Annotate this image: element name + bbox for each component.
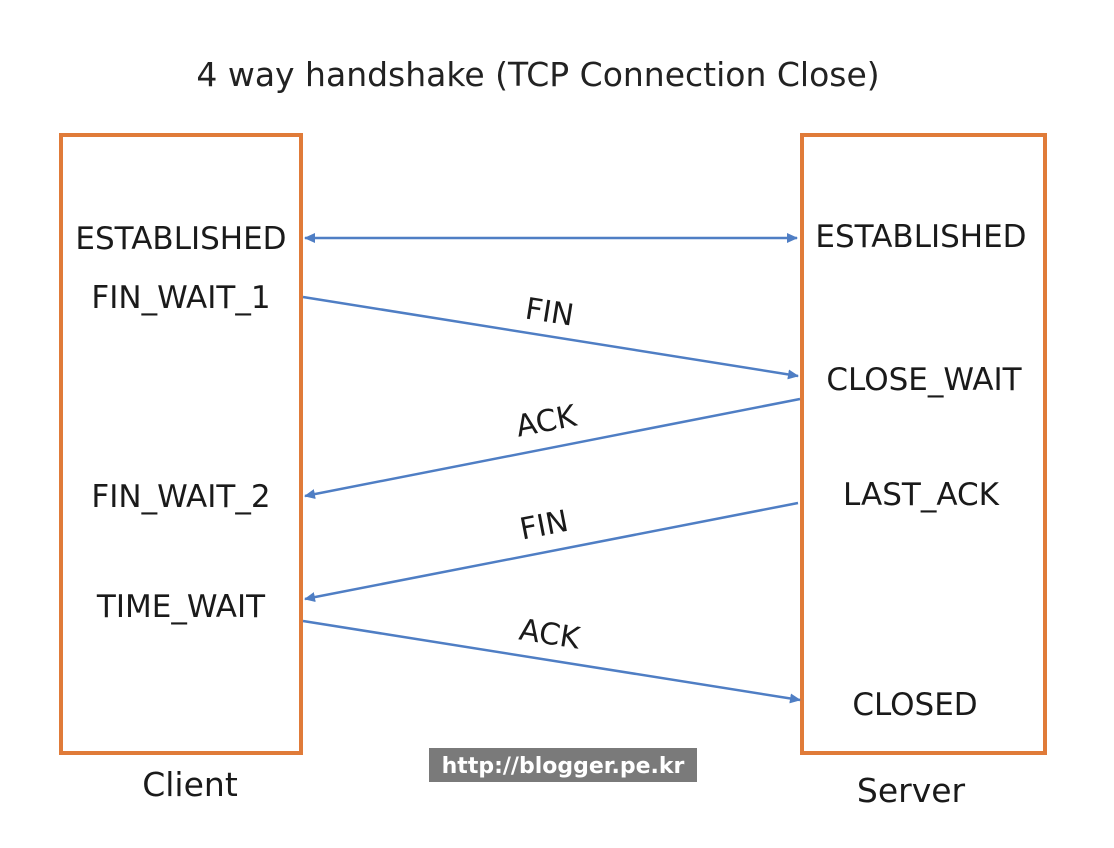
server-state-last-ack: LAST_ACK [843,477,1000,513]
server-state-closed: CLOSED [852,687,977,723]
diagram-title: 4 way handshake (TCP Connection Close) [196,55,879,94]
client-state-established: ESTABLISHED [75,221,286,257]
client-box [59,133,303,755]
fin-arrow-server-to-client [304,501,799,602]
watermark-text: http://blogger.pe.kr [442,754,685,779]
message-label-ack-2: ACK [517,613,584,657]
ack-arrow-server-to-client [304,397,801,499]
client-state-fin-wait-2: FIN_WAIT_2 [91,479,270,515]
server-state-established: ESTABLISHED [815,219,1026,255]
ack-arrow-client-to-server [302,619,801,704]
client-state-fin-wait-1: FIN_WAIT_1 [91,280,270,316]
message-label-fin-2: FIN [517,504,571,548]
client-state-time-wait: TIME_WAIT [96,589,266,625]
watermark-background [429,748,697,782]
server-state-close-wait: CLOSE_WAIT [826,362,1022,398]
client-caption: Client [142,765,238,804]
watermark: http://blogger.pe.kr [429,748,697,782]
message-label-ack-1: ACK [513,398,580,444]
fin-arrow-client-to-server [302,295,799,380]
server-box [800,133,1047,755]
server-caption: Server [857,771,966,810]
message-label-fin-1: FIN [523,292,576,334]
